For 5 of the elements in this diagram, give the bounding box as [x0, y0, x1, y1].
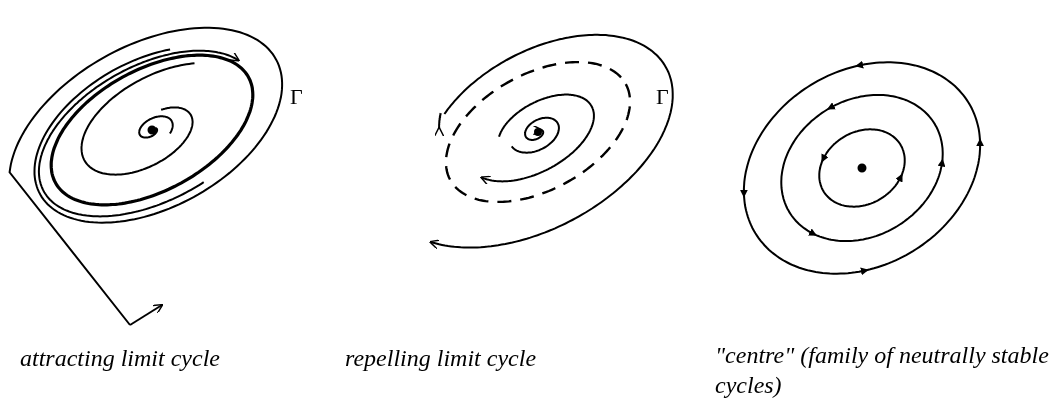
caption: attracting limit cycle: [20, 344, 220, 373]
cycle-label: Γ: [290, 84, 303, 110]
caption: "centre" (family of neutrally stable cycles): [715, 341, 1050, 400]
cycle-label: Γ: [656, 84, 669, 110]
caption: repelling limit cycle: [345, 344, 537, 373]
